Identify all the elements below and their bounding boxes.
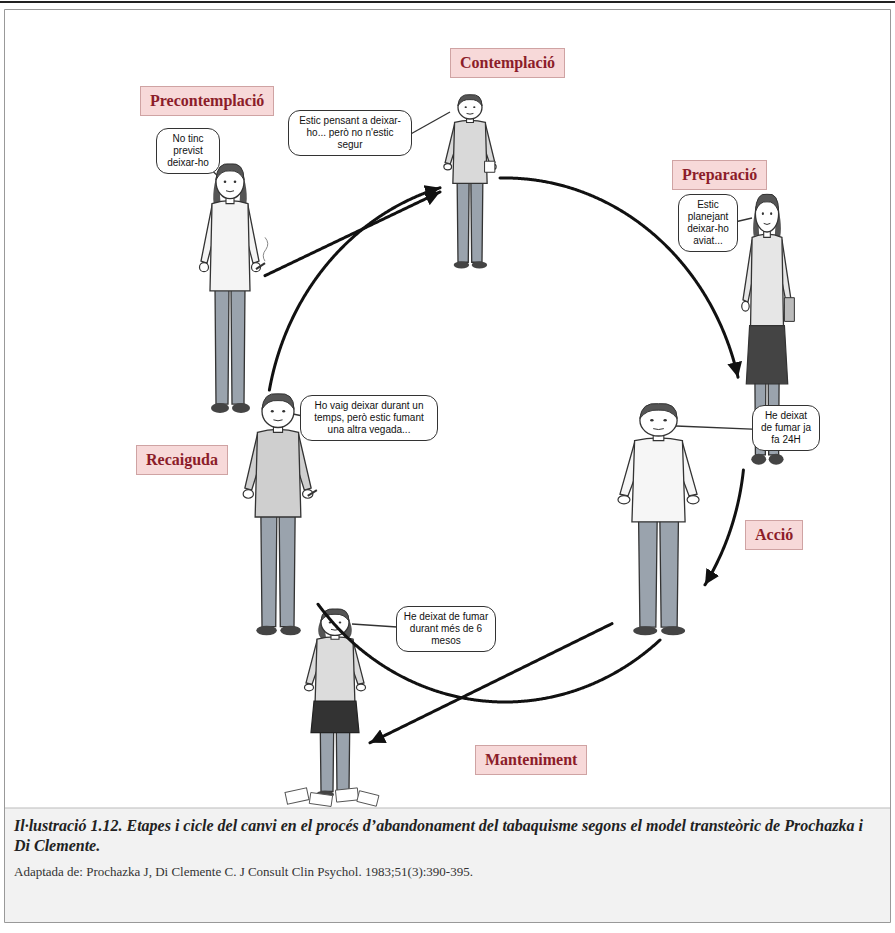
person-figure — [305, 609, 366, 798]
stage-label: Acció — [745, 520, 803, 550]
stage-figure: RecaigudaHo vaig deixar durant un temps,… — [238, 390, 318, 640]
speech-bubble: He deixat de fumar ja fa 24H — [752, 405, 820, 451]
cycle-arrow — [318, 604, 660, 702]
person-figure — [618, 404, 699, 636]
speech-bubble: Estic pensant a deixar-ho... però no n'e… — [288, 110, 412, 156]
frame — [5, 10, 891, 923]
stage-figure: ContemplacióEstic pensant a deixar-ho...… — [440, 92, 500, 272]
cycle-arrow — [705, 470, 743, 585]
speech-bubble: He deixat de fumar durant més de 6 mesos — [396, 606, 496, 652]
figure-caption: Il·lustració 1.12. Etapes i cicle del ca… — [14, 816, 880, 856]
caption-block: Il·lustració 1.12. Etapes i cicle del ca… — [14, 816, 880, 880]
caption-rule — [5, 808, 890, 809]
stage-label: Recaiguda — [136, 445, 228, 475]
speech-bubble: Estic planejant deixar-ho aviat... — [678, 194, 738, 252]
stage-figure: AccióHe deixat de fumar ja fa 24H — [612, 400, 705, 640]
cycle-arrow — [269, 188, 440, 390]
stage-label: Precontemplació — [140, 86, 274, 116]
stage-figure: PrecontemplacióNo tinc previst deixar-ho — [195, 160, 265, 418]
stage-label: Contemplació — [450, 48, 565, 78]
paper-bills — [285, 788, 379, 807]
source-note: Adaptada de: Prochazka J, Di Clemente C.… — [14, 864, 880, 880]
speech-bubble: Ho vaig deixar durant un temps, però est… — [300, 395, 438, 441]
stage-figure: MantenimentHe deixat de fumar durant més… — [300, 606, 370, 802]
cycle-arrow — [500, 178, 738, 377]
caption-ground — [5, 808, 890, 922]
speech-bubble: No tinc previst deixar-ho — [156, 128, 220, 174]
person-figure — [200, 164, 268, 413]
stage-label: Manteniment — [475, 745, 587, 775]
stage-label: Preparació — [672, 160, 767, 190]
top-rule — [0, 1, 895, 3]
cycle-arrow — [265, 192, 440, 276]
person-figure — [444, 95, 496, 269]
